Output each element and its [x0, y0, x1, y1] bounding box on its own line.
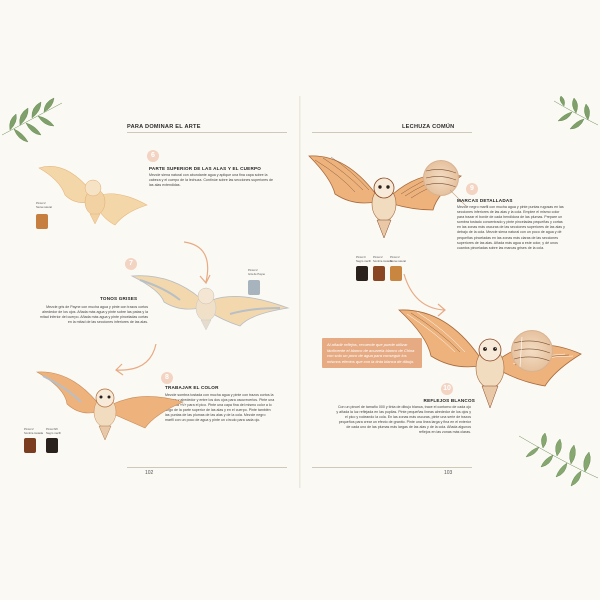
step-7-number: 7: [125, 258, 137, 270]
step-8-swatch-1-name: Pincel 2: [24, 428, 34, 431]
leaf-branch-top-left-icon: [1, 97, 63, 143]
step-10-title: REFLEJOS BLANCOS: [423, 398, 475, 403]
callout-line-top-icon: [449, 189, 467, 207]
flow-arrow-6-to-7-icon: [183, 241, 211, 285]
step-8-body: Mezcle sombra tostada con mucha agua y p…: [165, 393, 275, 423]
step-7-swatch-sub: Gris de Payne: [248, 273, 266, 276]
step-6-swatch-sub: Siena natural: [36, 206, 52, 209]
folio-left: 102: [145, 470, 154, 476]
leaf-branch-top-right-icon: [553, 95, 599, 130]
header-rule-right: [312, 132, 472, 133]
step-10-body: Con un pincel de tamaño 000 y tinta de d…: [336, 405, 471, 435]
tip-box: Al añadir reflejos, recuerde que puede u…: [322, 338, 422, 369]
step-9-swatch-2-name: Pincel 2: [373, 256, 383, 259]
header-rule-left: [127, 132, 287, 133]
running-head-right: LECHUZA COMÚN: [402, 124, 455, 130]
step-8-swatch-1-sub: Sombra tostada: [24, 432, 43, 435]
gutter: [299, 96, 301, 488]
step-6-number: 6: [147, 150, 159, 162]
step-8-swatch-2-name: Pincel 6/0: [46, 428, 58, 431]
owl-illustration-step-7: [130, 275, 290, 331]
leaf-branch-bottom-right-icon: [518, 432, 599, 487]
step-9-title: MARCAS DETALLADAS: [457, 198, 513, 203]
step-6-body: Mezcle siena natural con abundante agua …: [149, 173, 274, 188]
owl-illustration-step-8: [35, 371, 184, 441]
step-6-swatch-name: Pincel 2: [36, 202, 46, 205]
step-9-swatch-2-sub: Sombra tostada: [373, 260, 392, 263]
step-9-swatch-1: [356, 266, 368, 281]
flow-arrow-7-to-8-icon: [115, 343, 157, 376]
owl-illustration-step-6: [38, 166, 148, 226]
step-9-swatch-1-sub: Negro marfil: [356, 260, 371, 263]
step-8-swatch-2: [46, 438, 58, 453]
footer-rule-right: [312, 467, 472, 468]
flow-arrow-9-to-10-icon: [403, 273, 446, 317]
step-6-swatch: [36, 214, 48, 229]
running-head-left: PARA DOMINAR EL ARTE: [127, 124, 201, 130]
step-7-body: Mezcle gris de Payne con mucha agua y pi…: [39, 305, 148, 325]
step-9-swatch-3-sub: Siena natural: [390, 260, 406, 263]
folio-right: 103: [444, 470, 453, 476]
step-9-swatch-3-name: Pincel 2: [390, 256, 400, 259]
step-9-swatch-3: [390, 266, 402, 281]
feather-detail-magnifier-bottom: [511, 330, 553, 372]
step-6-title: PARTE SUPERIOR DE LAS ALAS Y EL CUERPO: [149, 166, 261, 171]
step-9-number: 9: [466, 183, 478, 195]
feather-detail-magnifier-top: [423, 160, 459, 196]
step-7-swatch: [248, 280, 260, 295]
step-8-swatch-1: [24, 438, 36, 453]
footer-rule-left: [127, 467, 287, 468]
step-8-number: 8: [161, 372, 173, 384]
step-8-swatch-2-sub: Negro marfil: [46, 432, 61, 435]
step-7-title: TONOS GRISES: [100, 296, 138, 301]
step-10-number: 10: [441, 383, 453, 395]
step-8-title: TRABAJAR EL COLOR: [165, 385, 219, 390]
step-9-body: Mezcle negro marfil con mucha agua y pin…: [457, 205, 565, 250]
step-7-swatch-name: Pincel 2: [248, 269, 258, 272]
step-9-swatch-1-name: Pincel 0: [356, 256, 366, 259]
step-9-swatch-2: [373, 266, 385, 281]
